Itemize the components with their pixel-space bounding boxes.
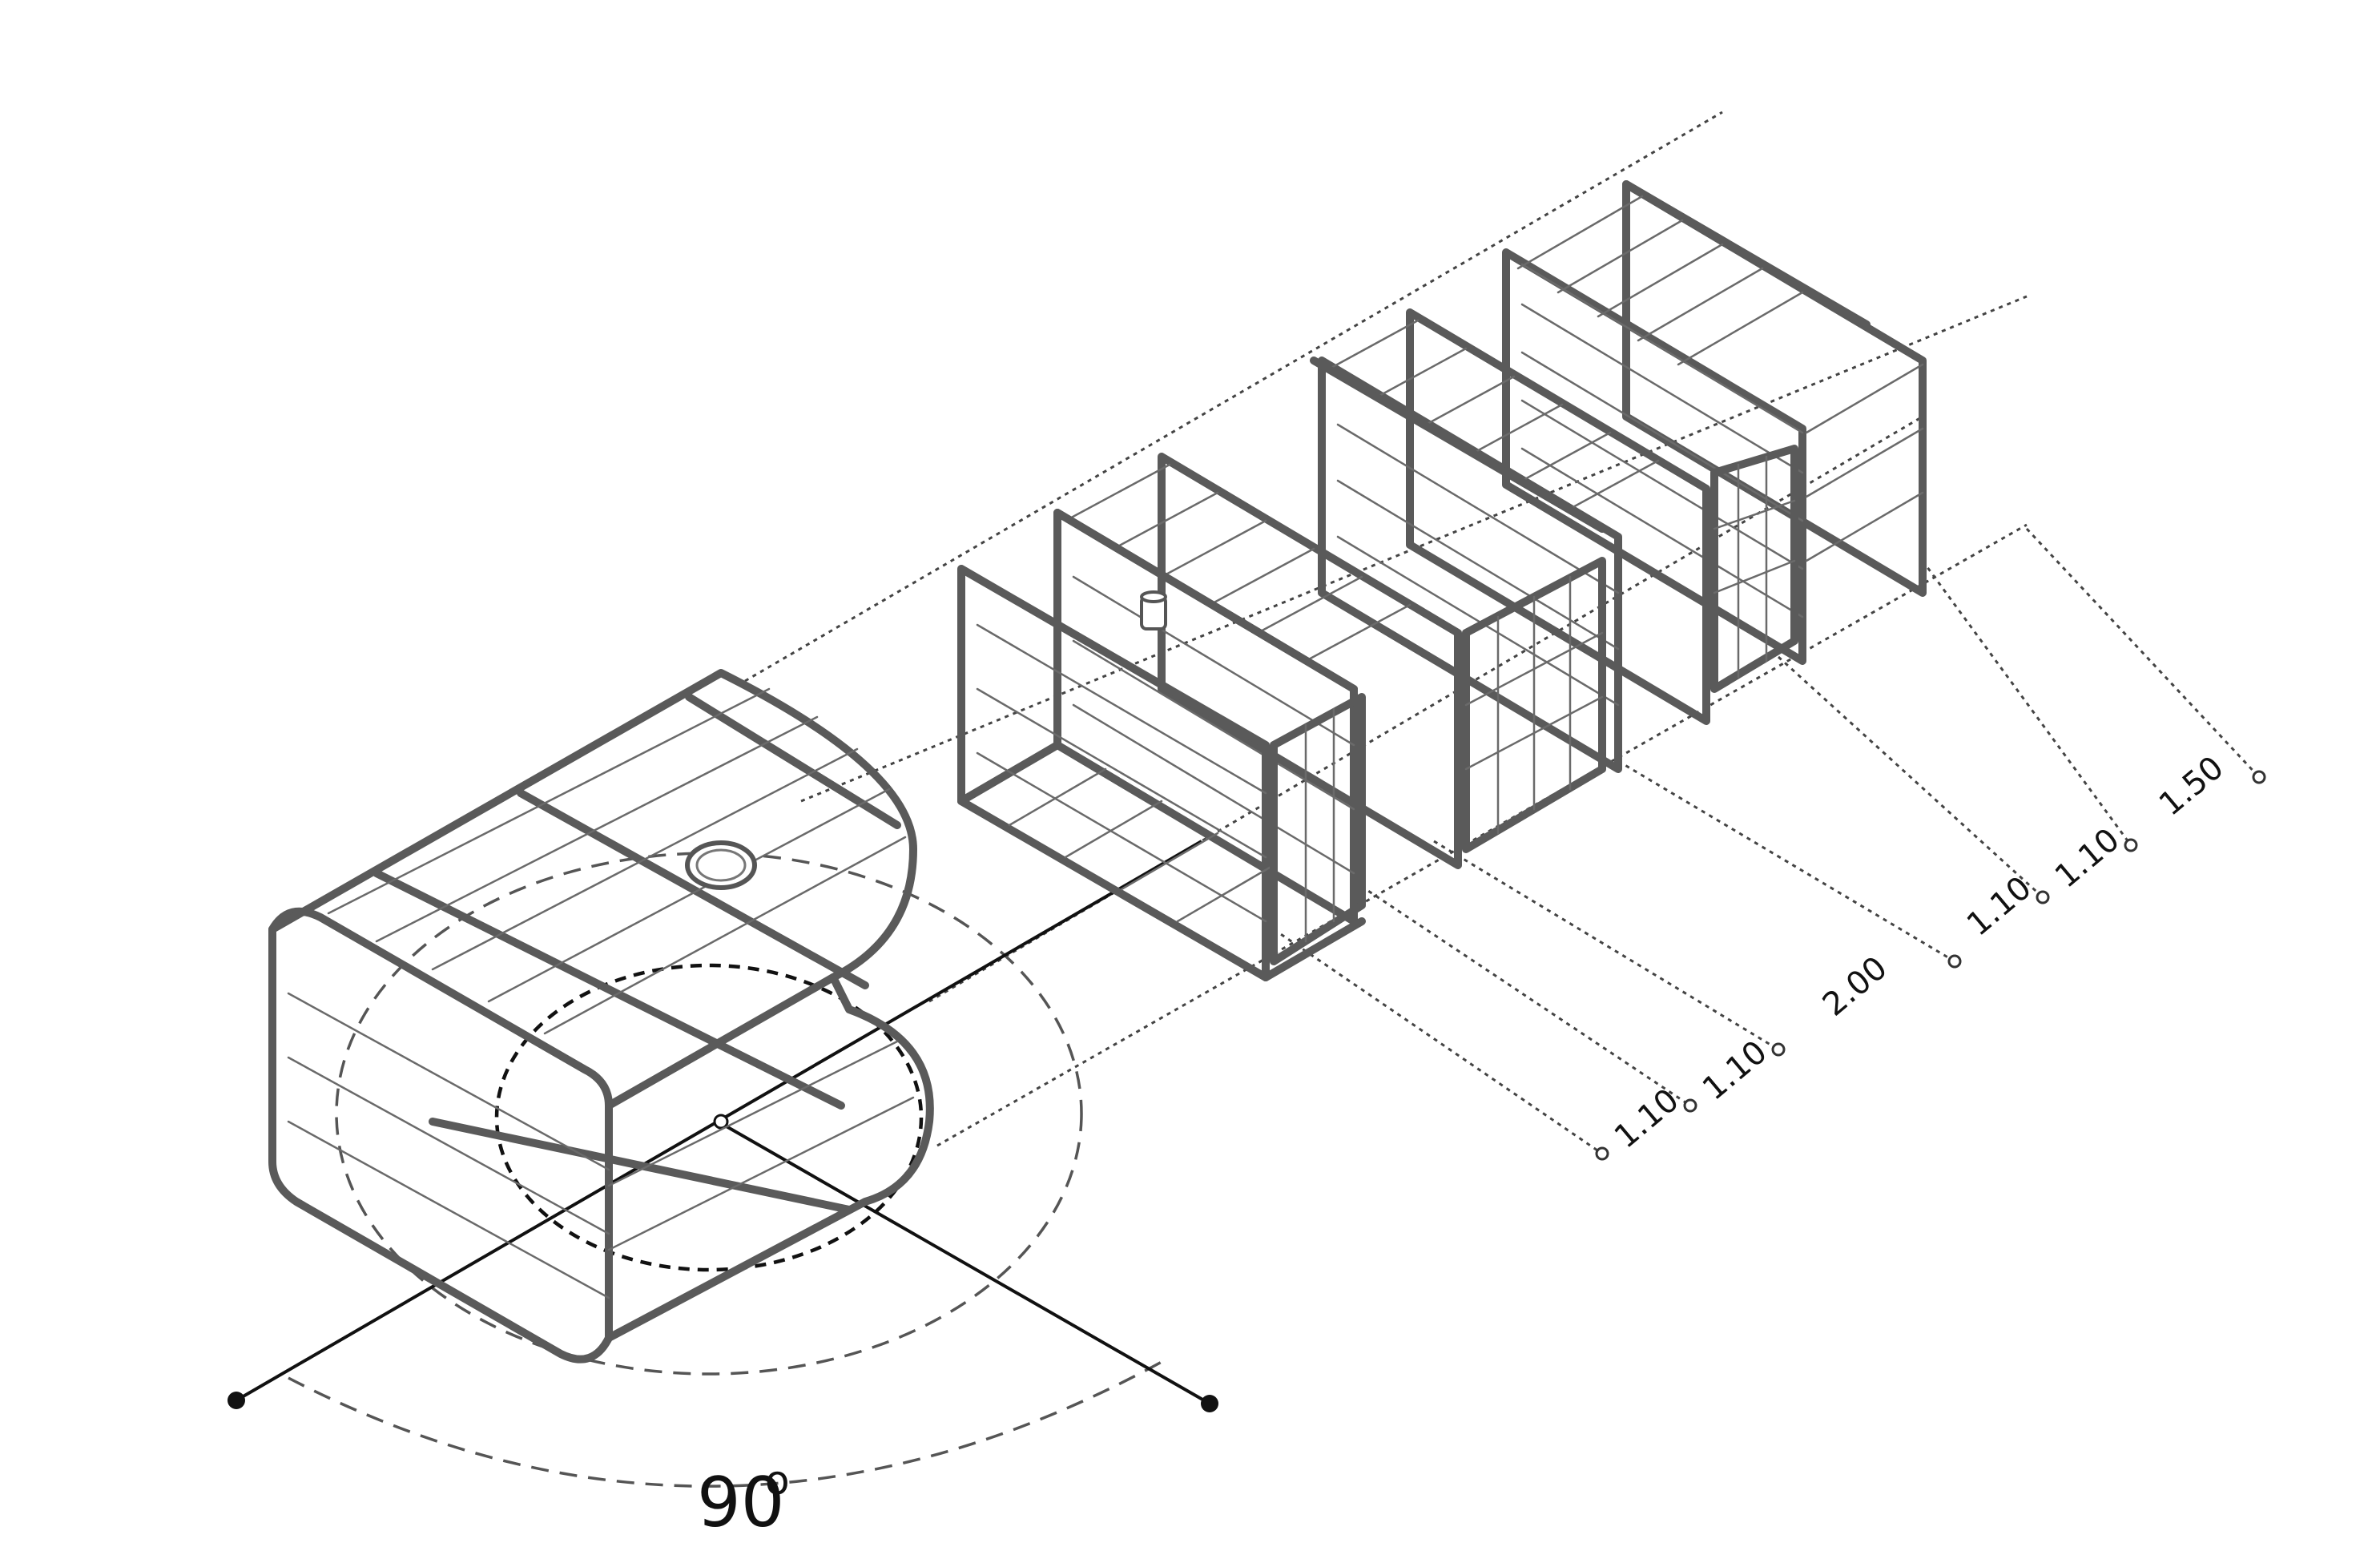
dimension-tick-5 — [2036, 890, 2050, 904]
dimension-label-2: 1.10 — [1696, 1033, 1774, 1107]
dimension-label-5: 1.10 — [2048, 821, 2127, 895]
dimension-tick-4 — [1947, 954, 1962, 969]
pivot-axes — [228, 840, 1218, 1412]
dimension-tick-7 — [2252, 770, 2266, 784]
dimension-labels: 1.10 1.10 2.00 1.10 1.10 1.50 — [1595, 749, 2266, 1161]
module-mid-front — [957, 509, 1366, 981]
module-far-1 — [1502, 180, 1927, 665]
pipe-fitting — [1140, 590, 1167, 630]
pivot-module — [268, 669, 934, 1364]
dimension-tick-1 — [1595, 1146, 1609, 1161]
dimension-tick-6 — [2124, 838, 2138, 852]
dimension-leaders — [1273, 527, 2261, 1155]
dimension-label-6: 1.50 — [2152, 749, 2231, 823]
dimension-tick-2 — [1683, 1098, 1697, 1113]
dimension-label-3: 2.00 — [1816, 949, 1895, 1023]
door-panel-left — [1270, 693, 1366, 965]
module-mid-1 — [1053, 357, 1606, 925]
rotation-arcs — [288, 852, 1162, 1488]
door-panel-right — [1710, 445, 1798, 693]
dimension-tick-3 — [1771, 1042, 1786, 1057]
angle-unit: o — [765, 1457, 790, 1504]
angle-value: 90 — [697, 1463, 784, 1543]
door-panel-center — [1462, 557, 1606, 853]
axis-endpoint-left — [228, 1392, 245, 1409]
axis-endpoint-right — [1201, 1395, 1218, 1412]
dimension-label-1: 1.10 — [1608, 1082, 1686, 1155]
angle-label: 90 o — [697, 1457, 790, 1543]
dimension-label-4: 1.10 — [1960, 869, 2039, 943]
